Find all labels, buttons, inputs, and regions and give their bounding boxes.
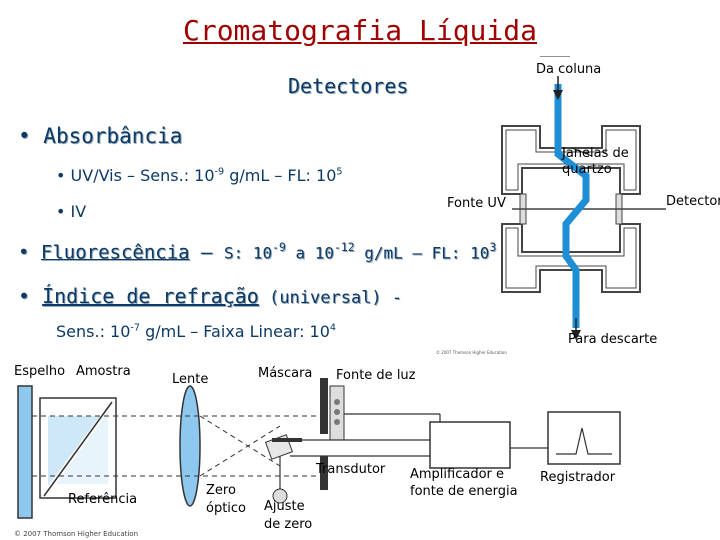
flow-cell — [39, 397, 117, 499]
fluorescence-text-3: g/mL – FL: 10 — [354, 243, 490, 263]
zero-adjust-knob — [272, 488, 288, 504]
mask-bottom — [320, 456, 328, 490]
label-optical-zero-l1: Zero — [206, 483, 236, 498]
label-zero-adjust-l1: Ajuste — [264, 499, 305, 514]
label-mirror: Espelho — [14, 364, 66, 379]
bullet-absorbance: • Absorbância — [18, 124, 183, 148]
recorder-trace — [556, 427, 612, 455]
label-to-waste: Para descarte — [568, 332, 658, 347]
uvvis-text-2: g/mL – FL: 10 — [224, 166, 337, 185]
refractive-index-sensitivity: Sens.: 10-7 g/mL – Faixa Linear: 104 — [56, 322, 336, 341]
label-quartz-windows-l1: Janelas de — [562, 146, 629, 161]
fluorescence-exp-2: -12 — [334, 240, 355, 254]
subbullet-ir: • IV — [56, 202, 87, 221]
ri-text-1: Sens.: 10 — [56, 322, 131, 341]
flow-path — [554, 84, 590, 328]
ri-credit: © 2007 Thomson Higher Education — [14, 530, 139, 538]
fluorescence-exp-1: -9 — [272, 240, 286, 254]
label-optical-zero: Zero óptico — [206, 482, 246, 518]
uv-flow-cell-diagram — [501, 56, 666, 340]
label-mask: Máscara — [258, 366, 313, 381]
light-rays — [32, 415, 318, 477]
label-amplifier-l2: fonte de energia — [410, 484, 518, 499]
label-amplifier-l1: Amplificador e — [410, 467, 505, 482]
transducer-bar — [272, 438, 302, 442]
label-from-column: Da coluna — [536, 62, 602, 77]
ri-exp-1: -7 — [130, 322, 140, 334]
label-light-source: Fonte de luz — [336, 368, 416, 383]
uv-credit: © 2007 Thomson Higher Education — [436, 350, 507, 355]
light-source-filament-2 — [334, 409, 340, 415]
light-source-filament-3 — [334, 419, 340, 425]
amplifier-box — [429, 421, 511, 469]
outflow-arrowhead — [571, 330, 581, 340]
bullet-refractive-index: • Índice de refração (universal) - — [18, 284, 403, 308]
fluorescence-exp-3: 3 — [489, 240, 497, 254]
inflow-arrowhead — [553, 90, 563, 100]
fluorescence-text-2: a 10 — [285, 243, 334, 263]
label-zero-adjust-l2: de zero — [264, 517, 313, 532]
uvvis-exp-1: -9 — [214, 166, 225, 178]
label-detector: Detector — [666, 194, 720, 209]
label-lens: Lente — [172, 372, 209, 387]
uvvis-exp-2: 5 — [336, 166, 343, 178]
uvvis-text-1: UV/Vis – Sens.: 10 — [70, 166, 215, 185]
ri-detector-diagram — [17, 378, 621, 519]
label-optical-zero-l2: óptico — [206, 501, 247, 516]
label-recorder: Registrador — [540, 470, 616, 485]
label-quartz-windows-l2: quartzo — [562, 162, 612, 177]
fluorescence-text-1: S: 10 — [223, 243, 273, 263]
subbullet-uvvis: • UV/Vis – Sens.: 10-9 g/mL – FL: 105 — [56, 166, 343, 185]
fluorescence-head: Fluorescência — [40, 241, 190, 264]
light-source-filament-1 — [334, 399, 340, 405]
bullet-fluorescence: • Fluorescência – S: 10-9 a 10-12 g/mL –… — [18, 240, 497, 264]
label-zero-adjust: Ajuste de zero — [264, 498, 312, 534]
page-subtitle: Detectores — [288, 74, 409, 98]
label-sample: Amostra — [76, 364, 131, 379]
label-transducer: Transdutor — [316, 462, 386, 477]
label-amplifier: Amplificador e fonte de energia — [410, 466, 518, 500]
mirror — [17, 385, 33, 519]
lens — [179, 385, 201, 507]
fluorescence-dash: – — [189, 241, 224, 264]
ri-text-2: g/mL – Faixa Linear: 10 — [139, 322, 330, 341]
page-title: Cromatografia Líquida — [182, 14, 537, 47]
refractive-index-tail: (universal) - — [258, 288, 403, 308]
label-uv-source: Fonte UV — [447, 196, 506, 211]
ir-text: IV — [70, 202, 87, 221]
mask-top — [320, 378, 328, 434]
refractive-index-head: Índice de refração — [42, 284, 259, 308]
label-reference: Referência — [68, 492, 138, 507]
windows-leader — [571, 147, 593, 157]
bullet-absorbance-label: Absorbância — [43, 124, 183, 148]
ri-exp-2: 4 — [329, 322, 337, 334]
